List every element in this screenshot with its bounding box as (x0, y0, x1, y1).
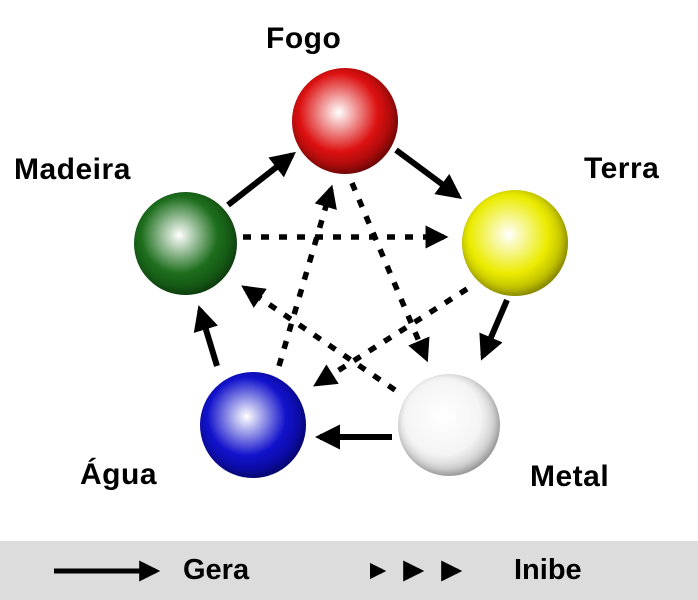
gera-arrow-madeira-fogo (226, 151, 296, 208)
label-fogo: Fogo (266, 22, 342, 55)
inibe-arrow-sample-icon (370, 560, 463, 582)
label-metal: Metal (530, 460, 610, 493)
label-terra: Terra (584, 152, 660, 185)
gera-arrow-sample-icon (54, 560, 161, 582)
inibe-arrow-agua-fogo (276, 184, 337, 367)
gera-arrow-fogo-terra (394, 147, 463, 200)
sphere-fogo (292, 68, 398, 174)
sphere-agua (200, 372, 306, 478)
legend-inibe-label: Inibe (514, 554, 582, 586)
inibe-arrow-terra-agua (313, 286, 469, 387)
legend-bar: Gera Inibe (0, 541, 698, 600)
gera-arrow-terra-metal (479, 298, 510, 361)
label-agua: Água (80, 458, 157, 491)
label-madeira: Madeira (14, 153, 131, 186)
gera-arrow-agua-madeira (193, 305, 220, 367)
sphere-terra (462, 190, 568, 296)
legend-gera-label: Gera (183, 554, 250, 586)
sphere-madeira (134, 192, 237, 295)
inibe-arrow-fogo-metal (349, 181, 430, 363)
sphere-metal (398, 374, 500, 476)
